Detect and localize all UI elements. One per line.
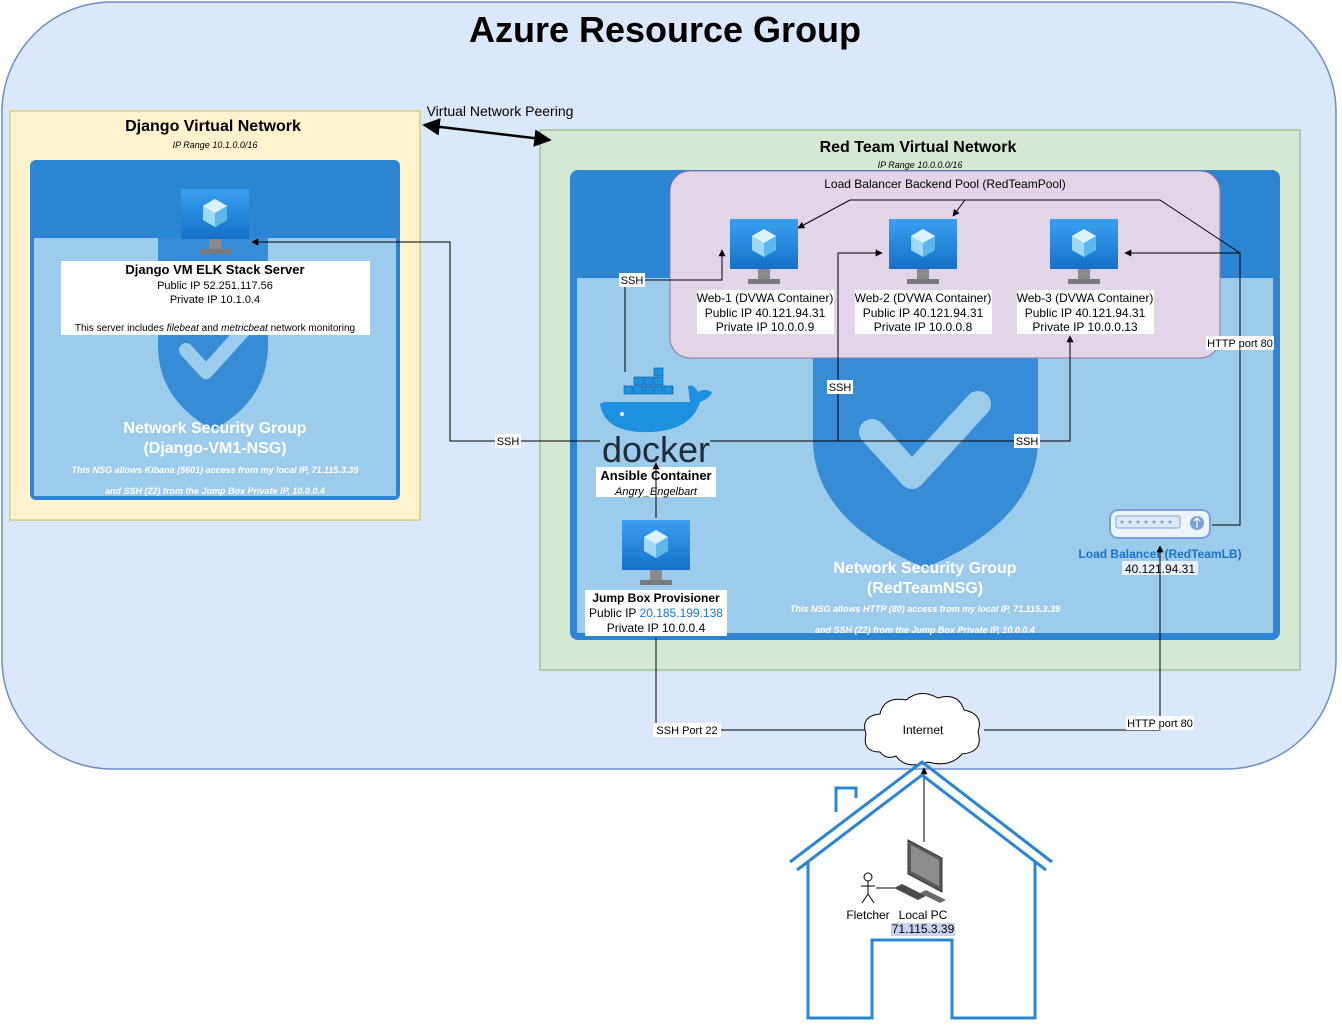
local-pc-icon[interactable] — [894, 839, 946, 903]
resource-group-title: Azure Resource Group — [469, 9, 861, 50]
web1-label-box — [697, 290, 834, 334]
web3-label-box — [1017, 290, 1154, 334]
edge-lb-web3 — [1124, 249, 1241, 526]
jumpbox-public-ip: Public IP 20.185.199.138 — [589, 606, 723, 620]
jumpbox-private-ip: Private IP 10.0.0.4 — [607, 621, 706, 635]
edge-ssh-django — [251, 238, 600, 442]
django-vnet-title: Django Virtual Network — [125, 118, 301, 135]
user-fletcher-icon[interactable] — [861, 872, 875, 904]
redteam-nsg-title-1: Network Security Group — [833, 560, 1016, 577]
web3-name: Web-3 (DVWA Container) — [1017, 291, 1154, 305]
django-vm-private-ip: Private IP 10.1.0.4 — [170, 294, 260, 306]
django-nsg-title-2: (Django-VM1-NSG) — [143, 440, 286, 457]
load-balancer-icon[interactable] — [1109, 509, 1211, 539]
redteam-vnet-title: Red Team Virtual Network — [820, 139, 1017, 156]
edge-ssh-web2 — [710, 249, 883, 442]
backend-pool-title: Load Balancer Backend Pool (RedTeamPool) — [824, 177, 1065, 191]
edge-label-http-internet: HTTP port 80 — [1127, 718, 1193, 730]
django-vnet-ip-range: IP Range 10.1.0.0/16 — [173, 140, 258, 150]
web1-name: Web-1 (DVWA Container) — [697, 291, 834, 305]
django-vm-label-box — [61, 261, 370, 335]
django-vm-name: Django VM ELK Stack Server — [125, 262, 304, 277]
jumpbox-label-box — [585, 590, 727, 636]
web1-private-ip: Private IP 10.0.0.9 — [716, 320, 815, 334]
local-pc-label: Local PC — [899, 908, 948, 922]
web1-public-ip: Public IP 40.121.94.31 — [705, 306, 826, 320]
edge-ssh-web3 — [838, 335, 1074, 442]
user-fletcher-label: Fletcher — [846, 908, 889, 922]
edge-label-http-pool: HTTP port 80 — [1207, 338, 1273, 350]
web2-private-ip: Private IP 10.0.0.8 — [874, 320, 973, 334]
django-nsg-desc-1: This NSG allows Kibana (5601) access fro… — [72, 465, 359, 475]
edge-ssh-web1 — [624, 249, 726, 372]
edge-label-ssh-web2: SSH — [829, 382, 852, 394]
django-nsg-title-1: Network Security Group — [123, 420, 306, 437]
web3-public-ip: Public IP 40.121.94.31 — [1025, 306, 1146, 320]
redteam-vnet-ip-range: IP Range 10.0.0.0/16 — [878, 160, 963, 170]
redteam-nsg-desc-1: This NSG allows HTTP (80) access from my… — [790, 604, 1060, 614]
web3-private-ip: Private IP 10.0.0.13 — [1032, 320, 1138, 334]
peering-label: Virtual Network Peering — [427, 103, 574, 119]
docker-whale-icon[interactable] — [600, 367, 712, 433]
local-pc-ip: 71.115.3.39 — [892, 922, 955, 936]
django-nsg-desc-2: and SSH (22) from the Jump Box Private I… — [105, 486, 325, 496]
web2-public-ip: Public IP 40.121.94.31 — [863, 306, 984, 320]
django-vm-public-ip: Public IP 52.251.117.56 — [157, 280, 273, 292]
django-vm-note: This server includes filebeat and metric… — [75, 323, 355, 334]
jumpbox-name: Jump Box Provisioner — [592, 591, 720, 605]
web2-name: Web-2 (DVWA Container) — [855, 291, 992, 305]
edge-label-ssh-port-22: SSH Port 22 — [656, 725, 717, 737]
edge-label-ssh-web1: SSH — [621, 275, 644, 287]
edge-lb-web1 — [797, 199, 965, 229]
internet-label: Internet — [903, 723, 944, 737]
local-pc-ip-box — [891, 923, 955, 936]
edge-label-ssh-web3: SSH — [1016, 436, 1039, 448]
redteam-nsg-desc-2: and SSH (22) from the Jump Box Private I… — [815, 625, 1035, 635]
house-icon — [789, 760, 1053, 1020]
peering-arrow — [422, 118, 552, 147]
web2-label-box — [855, 290, 992, 334]
edge-lb-web2 — [952, 199, 1241, 254]
redteam-nsg-title-2: (RedTeamNSG) — [867, 580, 983, 597]
edge-label-ssh-django: SSH — [497, 436, 520, 448]
